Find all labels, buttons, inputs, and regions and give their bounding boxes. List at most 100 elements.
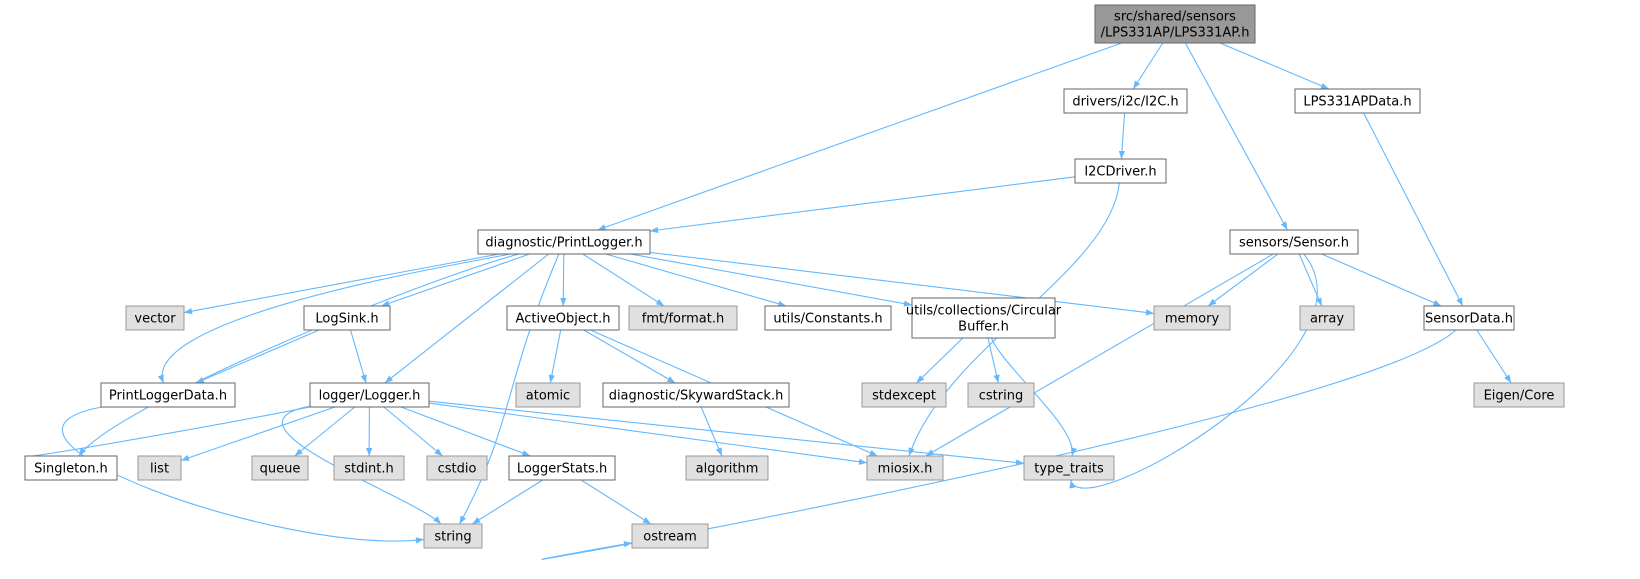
- node-label-circular: Buffer.h: [958, 320, 1009, 335]
- edge-root-to-printlogger: [597, 42, 1122, 231]
- node-box-skyward: [602, 382, 790, 408]
- edge-loggerstats-to-ostream: [580, 479, 652, 525]
- edge-skyward-to-algorithm: [700, 406, 723, 457]
- node-box-type_traits: [1023, 455, 1115, 481]
- edge-printlogger-to-fmt: [582, 253, 665, 307]
- edge-printlogger-to-logsink: [381, 253, 530, 307]
- nodes-layer: src/shared/sensors/LPS331AP/LPS331AP.h dr…: [24, 4, 1565, 549]
- node-ostream: ostream: [631, 523, 709, 549]
- node-box-cstring: [967, 382, 1035, 408]
- node-label-list: list: [150, 462, 169, 477]
- node-label-eigen: Eigen/Core: [1484, 389, 1555, 404]
- node-cstdio: cstdio: [426, 455, 488, 481]
- node-loggerstats[interactable]: LoggerStats.h: [508, 455, 616, 481]
- node-string: string: [423, 523, 483, 549]
- node-i2c[interactable]: drivers/i2c/I2C.h: [1063, 88, 1188, 114]
- edge-activeobject-to-skyward: [583, 329, 676, 384]
- node-printlogger[interactable]: diagnostic/PrintLogger.h: [477, 229, 651, 255]
- node-label-printlogger: diagnostic/PrintLogger.h: [485, 236, 642, 251]
- node-skyward[interactable]: diagnostic/SkywardStack.h: [602, 382, 790, 408]
- edge-i2cdriver-to-printlogger: [649, 176, 1076, 234]
- node-vector: vector: [125, 305, 185, 331]
- edge-printloggerdata-to-string: [62, 406, 425, 544]
- node-label-array: array: [1310, 312, 1344, 327]
- edge-logger-to-list: [180, 406, 336, 462]
- node-label-logger: logger/Logger.h: [319, 389, 421, 404]
- node-label-i2c: drivers/i2c/I2C.h: [1072, 95, 1178, 110]
- edge-printlogger-to-string: [459, 253, 560, 525]
- node-activeobject[interactable]: ActiveObject.h: [506, 305, 620, 331]
- node-cstring: cstring: [967, 382, 1035, 408]
- node-box-logsink: [303, 305, 391, 331]
- edge-activeobject-to-atomic: [548, 329, 562, 384]
- edge-printlogger-to-logger: [384, 253, 550, 384]
- node-i2cdriver[interactable]: I2CDriver.h: [1074, 158, 1167, 184]
- node-label-singleton: Singleton.h: [34, 462, 108, 477]
- edge-lpsdata-to-sensordata: [1363, 112, 1464, 307]
- node-sensor[interactable]: sensors/Sensor.h: [1229, 229, 1359, 255]
- node-fmt: fmt/format.h: [628, 305, 738, 331]
- edge-sensor-to-type_traits: [1069, 253, 1318, 489]
- node-box-queue: [251, 455, 309, 481]
- node-box-memory: [1153, 305, 1231, 331]
- node-label-sensordata: SensorData.h: [1425, 312, 1513, 327]
- node-list: list: [137, 455, 182, 481]
- node-box-loggerstats: [508, 455, 616, 481]
- node-printloggerdata[interactable]: PrintLoggerData.h: [100, 382, 236, 408]
- edge-logger-to-queue: [294, 406, 356, 457]
- node-box-logger: [309, 382, 430, 408]
- node-label-vector: vector: [134, 312, 176, 327]
- edge-printlogger-to-circular: [630, 253, 913, 307]
- edge-circular-to-stdexcept: [916, 337, 964, 384]
- node-label-queue: queue: [260, 462, 301, 477]
- edge-logger-to-type_traits: [428, 400, 1025, 466]
- node-label-type_traits: type_traits: [1034, 462, 1104, 477]
- node-box-stdexcept: [861, 382, 947, 408]
- node-logsink[interactable]: LogSink.h: [303, 305, 391, 331]
- edge-printlogger-to-vector: [183, 253, 500, 315]
- edge-printlogger-to-printloggerdata: [157, 253, 511, 384]
- edge-root-to-sensor: [1184, 42, 1288, 231]
- node-label-root: src/shared/sensors: [1114, 10, 1236, 25]
- node-root[interactable]: src/shared/sensors/LPS331AP/LPS331AP.h: [1094, 4, 1256, 44]
- node-box-sensordata: [1423, 305, 1515, 331]
- edge-sensor-to-sensordata: [1321, 253, 1442, 307]
- node-box-miosix: [866, 455, 944, 481]
- node-label-activeobject: ActiveObject.h: [516, 312, 611, 327]
- node-label-ostream: ostream: [643, 530, 697, 545]
- node-box-circular: [911, 297, 1056, 339]
- edge-sensor-to-miosix: [925, 253, 1274, 457]
- edge-logger-to-singleton: [24, 406, 311, 462]
- edge-sensor-to-memory: [1207, 253, 1279, 307]
- node-lpsdata[interactable]: LPS331APData.h: [1294, 88, 1421, 114]
- node-box-lpsdata: [1294, 88, 1421, 114]
- node-logger[interactable]: logger/Logger.h: [309, 382, 430, 408]
- node-box-constants: [764, 305, 892, 331]
- node-label-loggerstats: LoggerStats.h: [517, 462, 607, 477]
- node-box-array: [1299, 305, 1355, 331]
- node-singleton[interactable]: Singleton.h: [24, 455, 118, 481]
- node-box-string: [423, 523, 483, 549]
- node-label-logsink: LogSink.h: [315, 312, 378, 327]
- edges-layer: [24, 42, 1512, 560]
- edge-i2c-to-i2cdriver: [1118, 112, 1126, 160]
- edge-logger-to-miosix: [428, 402, 868, 465]
- node-label-printloggerdata: PrintLoggerData.h: [109, 389, 227, 404]
- node-box-cstdio: [426, 455, 488, 481]
- node-box-printlogger: [477, 229, 651, 255]
- node-label-lpsdata: LPS331APData.h: [1303, 95, 1411, 110]
- edge-loggerstats-to-string: [471, 479, 544, 525]
- node-label-cstring: cstring: [979, 389, 1023, 404]
- node-eigen: Eigen/Core: [1473, 382, 1565, 408]
- node-constants[interactable]: utils/Constants.h: [764, 305, 892, 331]
- node-sensordata[interactable]: SensorData.h: [1423, 305, 1515, 331]
- edge-root-to-lpsdata: [1219, 42, 1330, 90]
- node-box-sensor: [1229, 229, 1359, 255]
- node-box-i2c: [1063, 88, 1188, 114]
- node-box-singleton: [24, 455, 118, 481]
- edge-logger-to-cstdio: [383, 406, 443, 457]
- node-box-vector: [125, 305, 185, 331]
- edge-circular-to-cstring: [987, 337, 1000, 384]
